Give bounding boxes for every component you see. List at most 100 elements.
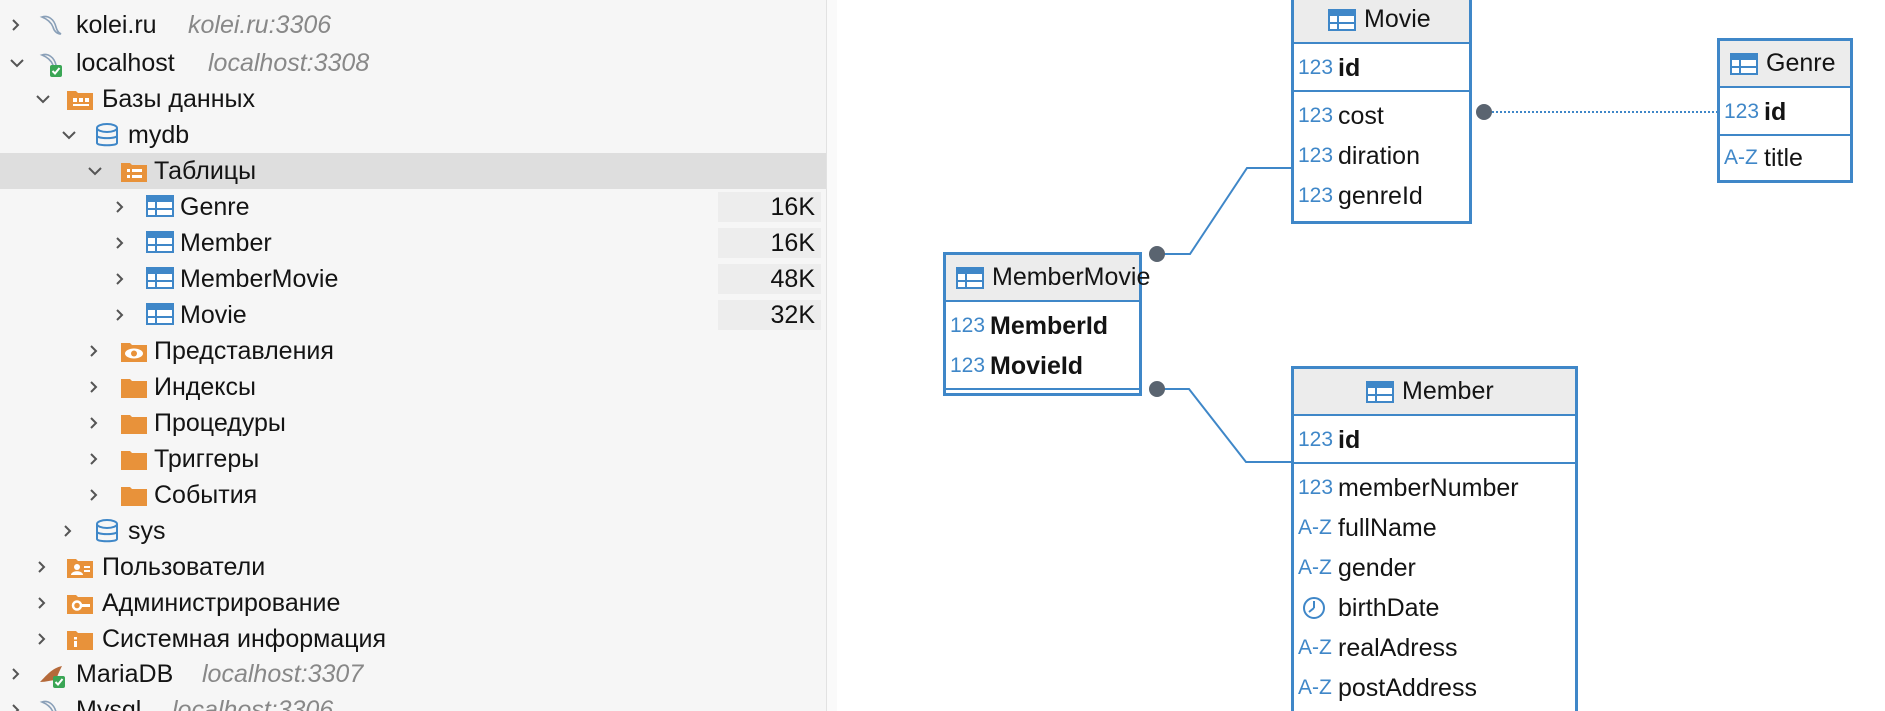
chevron-right-icon[interactable] [58,513,78,549]
table-icon [1328,9,1356,31]
tree-node-system-info[interactable]: Системная информация [0,621,826,657]
entity-header[interactable]: Movie [1294,0,1469,44]
tree-node-mydb[interactable]: mydb [0,117,826,153]
entity-header[interactable]: Member [1294,369,1575,416]
entity-title: Genre [1766,49,1836,77]
chevron-right-icon[interactable] [84,405,104,441]
tree-node-events[interactable]: События [0,477,826,513]
table-icon [1366,381,1394,403]
chevron-right-icon[interactable] [110,297,130,333]
database-icon [94,123,120,147]
numeric-type-icon: 123 [1298,476,1334,499]
chevron-down-icon[interactable] [6,45,26,81]
table-icon [146,195,174,219]
folder-icon [120,375,147,399]
chevron-right-icon[interactable] [6,692,26,711]
tree-node-table-membermovie[interactable]: MemberMovie 48K [0,261,826,297]
panel-splitter[interactable] [826,0,837,711]
table-icon [1730,53,1758,75]
tree-node-indexes[interactable]: Индексы [0,369,826,405]
users-folder-icon [66,555,93,579]
entity-header[interactable]: MemberMovie [946,255,1150,302]
chevron-down-icon[interactable] [32,81,52,117]
connection-name: kolei.ru [76,11,157,39]
table-size: 32K [718,300,821,330]
table-name: Genre [180,193,250,221]
chevron-right-icon[interactable] [6,656,26,692]
chevron-right-icon[interactable] [84,333,104,369]
tree-label: sys [128,517,166,545]
chevron-right-icon[interactable] [110,189,130,225]
chevron-right-icon[interactable] [84,441,104,477]
table-size: 16K [718,228,821,258]
tree-node-table-member[interactable]: Member 16K [0,225,826,261]
tree-node-table-movie[interactable]: Movie 32K [0,297,826,333]
column-name: memberNumber [1338,474,1519,502]
chevron-right-icon[interactable] [84,369,104,405]
tree-node-table-genre[interactable]: Genre 16K [0,189,826,225]
column-name: gender [1338,554,1416,582]
tree-node-users[interactable]: Пользователи [0,549,826,585]
tree-node-administration[interactable]: Администрирование [0,585,826,621]
relation-movie-membermovie [1157,167,1291,255]
chevron-right-icon[interactable] [32,585,52,621]
column-name: MovieId [990,352,1084,380]
table-icon [146,303,174,327]
tree-node-sys[interactable]: sys [0,513,826,549]
connection-name: MariaDB [76,660,174,688]
column-name: postAddress [1338,674,1477,702]
connection-host: localhost:3308 [208,49,370,77]
views-folder-icon [120,339,147,363]
chevron-right-icon[interactable] [32,621,52,657]
tree-node-views[interactable]: Представления [0,333,826,369]
tree-node-triggers[interactable]: Триггеры [0,441,826,477]
tree-node-kolei[interactable]: kolei.ru kolei.ru:3306 [0,7,826,43]
tree-node-tables[interactable]: Таблицы [0,153,826,189]
entity-header[interactable]: Genre [1720,41,1850,88]
numeric-type-icon: 123 [950,314,986,337]
chevron-down-icon[interactable] [84,153,104,189]
chevron-right-icon[interactable] [110,261,130,297]
column-name: genreId [1338,182,1423,210]
clock-icon [1302,596,1326,620]
folder-icon [120,447,147,471]
tree-node-mysql[interactable]: Mysql localhost:3306 [0,692,826,711]
tree-label: Системная информация [102,625,387,653]
info-folder-icon [66,627,93,651]
chevron-down-icon[interactable] [58,117,78,153]
column-row[interactable]: birthDate [1294,588,1575,628]
numeric-type-icon: 123 [1298,144,1334,167]
chevron-right-icon[interactable] [110,225,130,261]
chevron-right-icon[interactable] [32,549,52,585]
tree-label: Индексы [154,373,256,401]
numeric-type-icon: 123 [1298,184,1334,207]
tree-node-procedures[interactable]: Процедуры [0,405,826,441]
tree-node-localhost[interactable]: localhost localhost:3308 [0,45,826,81]
tree-node-databases[interactable]: Базы данных [0,81,826,117]
chevron-right-icon[interactable] [6,7,26,43]
connection-host: kolei.ru:3306 [188,11,332,39]
tree-node-mariadb[interactable]: MariaDB localhost:3307 [0,656,826,692]
mariadb-seal-icon [38,662,65,688]
relation-endpoint [1149,381,1165,397]
chevron-right-icon[interactable] [84,477,104,513]
